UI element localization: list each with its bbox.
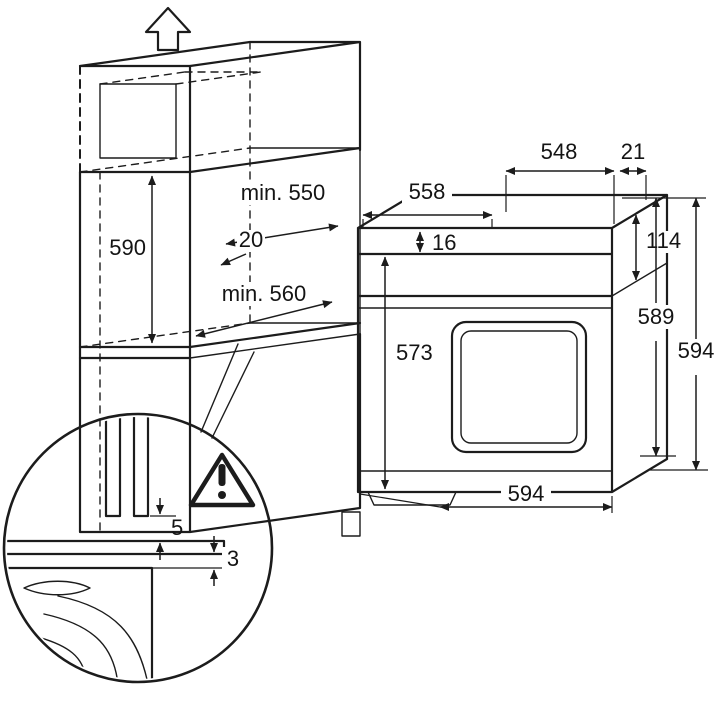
total-height-label: 594	[678, 338, 715, 363]
gap-upper-label: 5	[171, 515, 183, 540]
detail-circle-outline	[2, 412, 274, 684]
dim-back-height: 589	[622, 197, 706, 457]
setback-label: 20	[239, 227, 263, 252]
dim-gap-upper: 5	[150, 498, 183, 560]
detail-view: 5 3	[2, 343, 274, 684]
oven-door-window	[450, 320, 588, 454]
dim-front-offset: 21	[619, 139, 647, 200]
dim-top-trim: 16	[416, 230, 456, 255]
front-offset-label: 21	[621, 139, 645, 164]
dim-body-height: 573	[381, 256, 433, 490]
cabinet-top-box	[78, 40, 362, 174]
dim-niche-height: 590	[109, 175, 156, 344]
dim-panel-height: 114	[632, 214, 687, 281]
shelf-section-lines	[7, 539, 226, 556]
wood-grain-lines	[7, 580, 149, 679]
top-depth-label: 548	[541, 139, 578, 164]
niche-width-label: min. 560	[222, 281, 306, 306]
panel-height-label: 114	[646, 228, 681, 253]
warning-triangle-icon	[188, 452, 256, 508]
cabinet-drawing: 590 min. 550 20 min. 560	[78, 6, 362, 537]
body-width-label: 558	[409, 179, 446, 204]
niche-height-label: 590	[109, 235, 146, 260]
up-arrow-icon	[144, 6, 192, 52]
cabinet-base	[78, 64, 362, 537]
gap-lower-label: 3	[227, 546, 239, 571]
dim-niche-width: min. 560	[195, 281, 333, 338]
dim-niche-depth: min. 550	[225, 180, 339, 247]
wood-block-outline	[7, 566, 154, 679]
dim-gap-lower: 3	[152, 536, 244, 586]
top-trim-label: 16	[432, 230, 456, 255]
dim-body-width: 558	[362, 179, 493, 227]
detail-callout-wedge	[200, 343, 255, 439]
dim-total-height: 594	[650, 197, 715, 471]
body-height-label: 573	[396, 340, 433, 365]
oven-drawing: 548 21 558 16 114 573	[356, 139, 715, 513]
dim-setback: 20	[220, 227, 265, 266]
dim-front-width: 594	[359, 481, 613, 513]
niche-depth-label: min. 550	[241, 180, 325, 205]
dim-top-depth: 548	[505, 139, 615, 224]
panel-section-lines	[104, 417, 150, 518]
back-height-label: 589	[638, 304, 675, 329]
front-width-label: 594	[508, 481, 545, 506]
